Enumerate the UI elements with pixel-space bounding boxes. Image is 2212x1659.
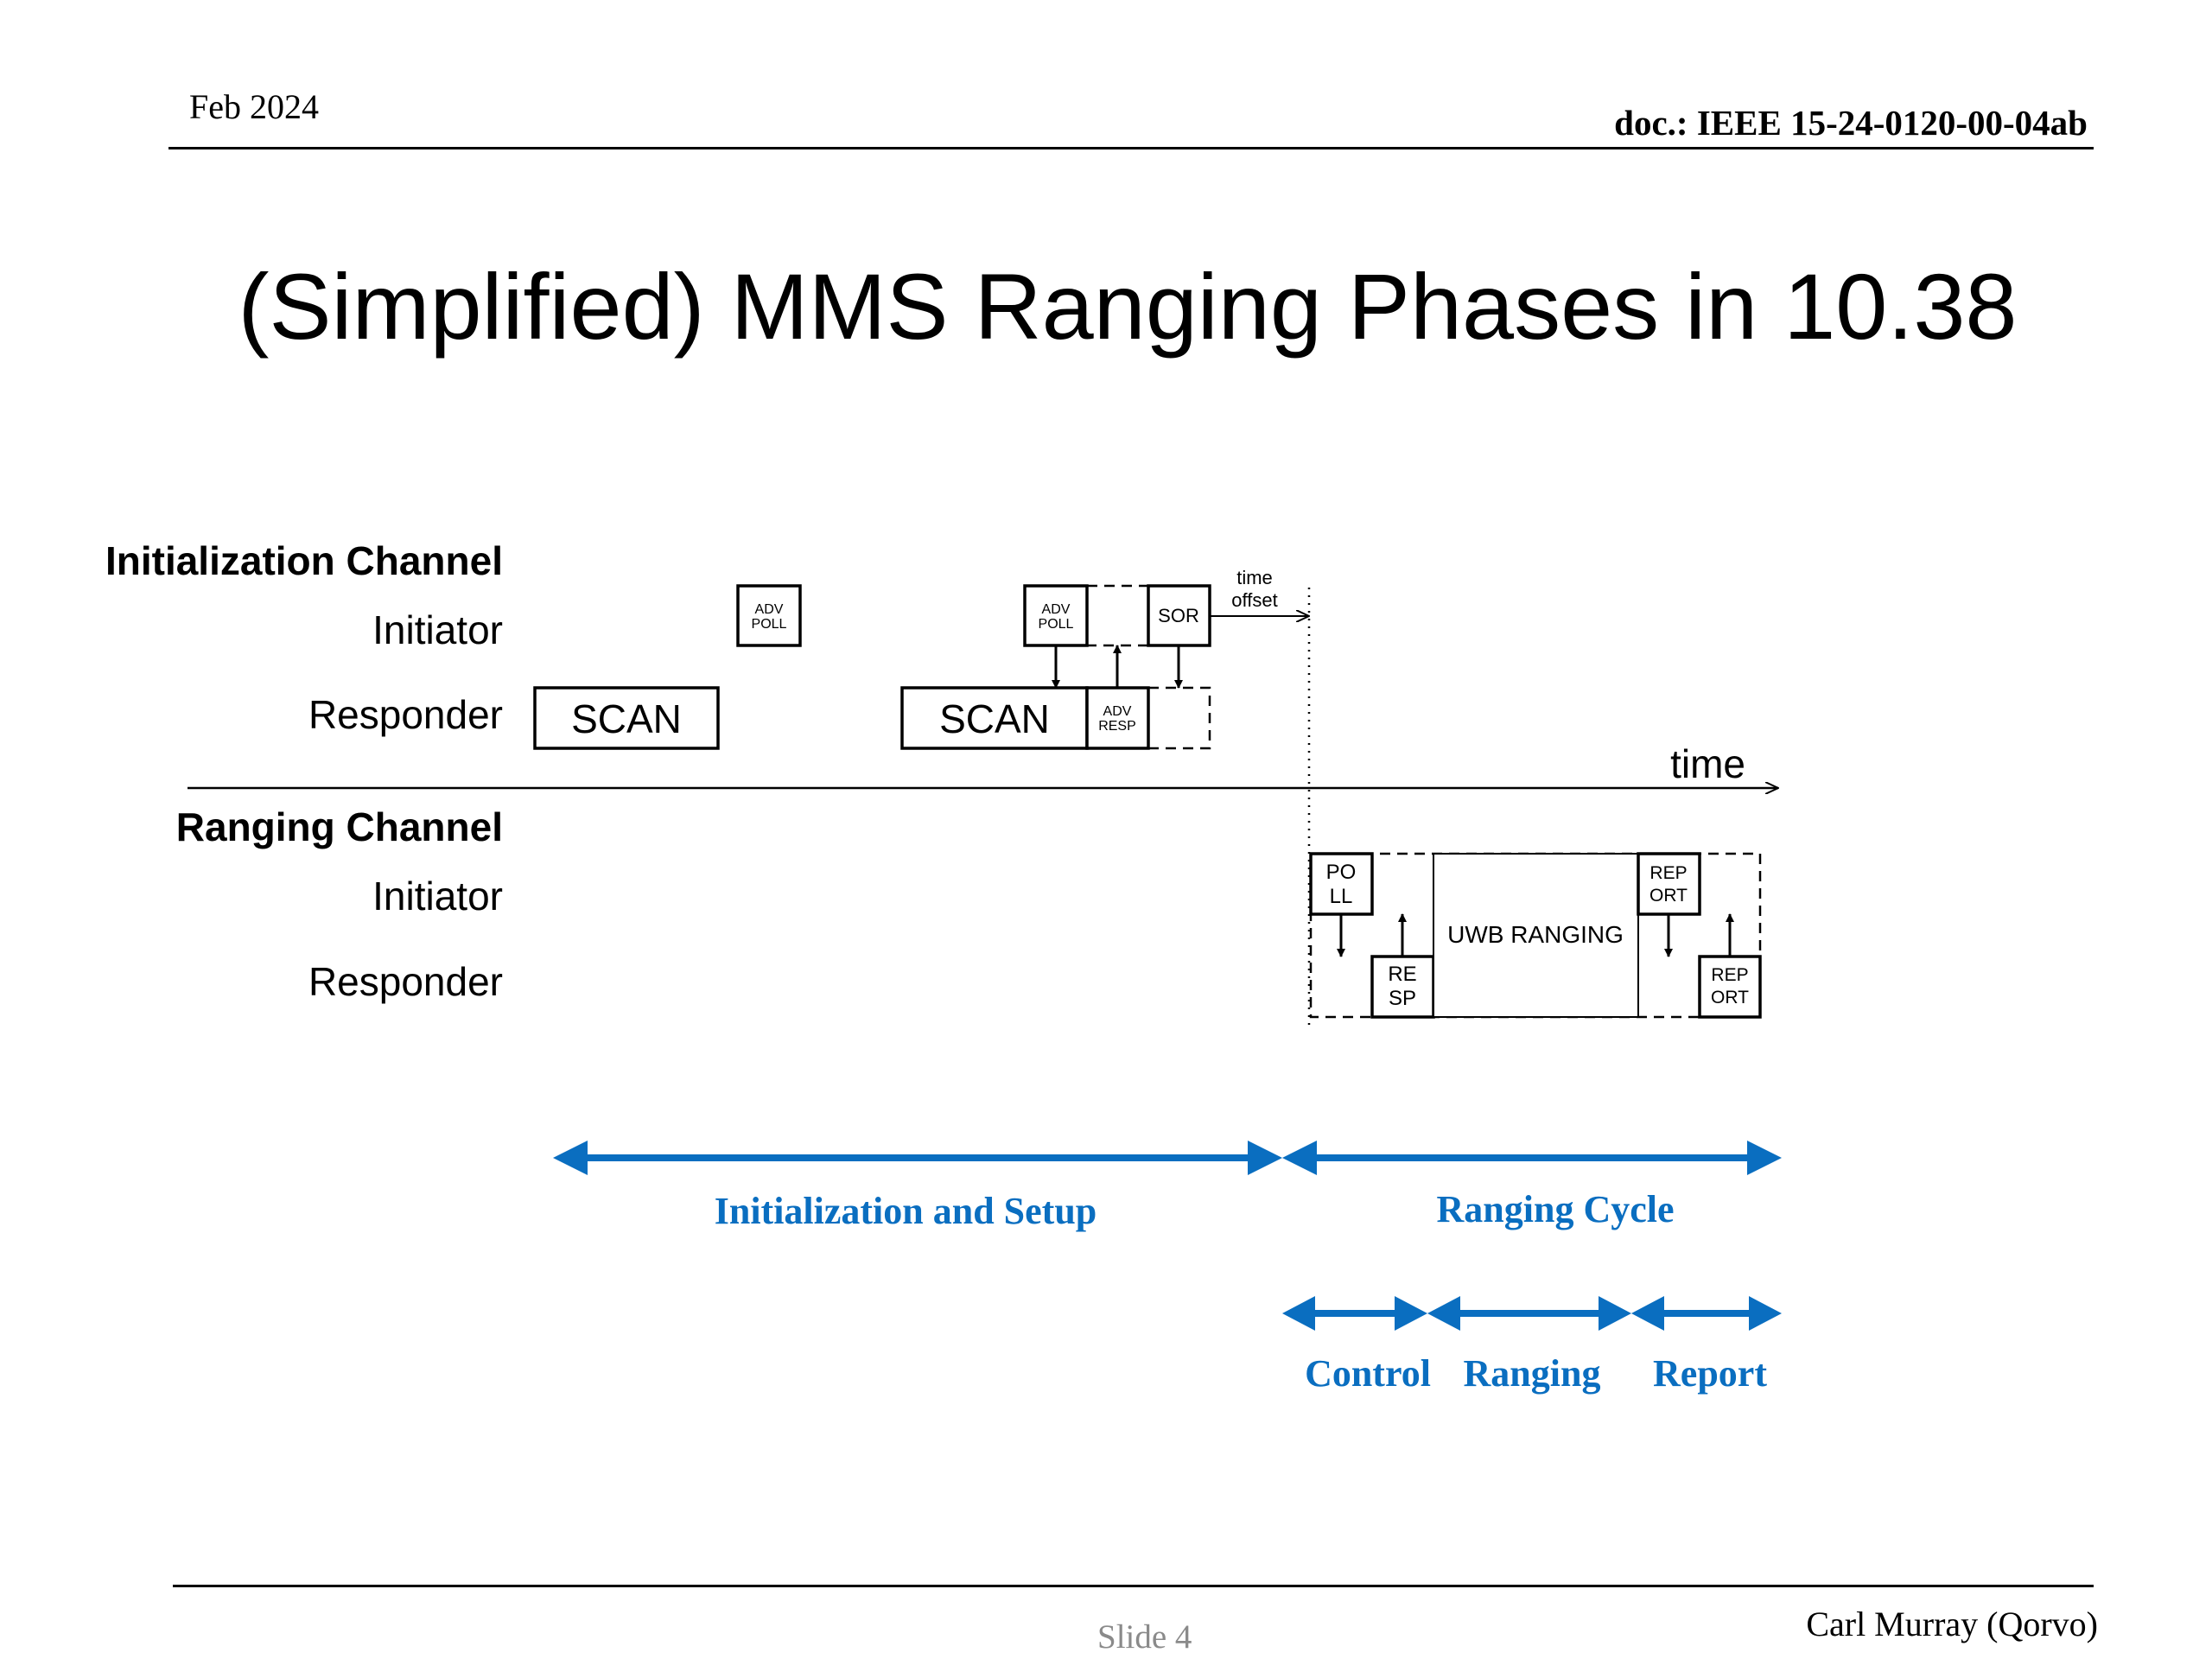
adv-poll-label-1b: POLL <box>752 617 787 632</box>
control-label: Control <box>1305 1352 1431 1395</box>
scan-label-1: SCAN <box>571 696 682 741</box>
ranging-cycle-arrow <box>1282 1141 1782 1175</box>
report-arrow <box>1631 1296 1782 1331</box>
time-offset-label-b: offset <box>1231 589 1277 611</box>
scan-box-1 <box>533 686 720 750</box>
resp-label-b: SP <box>1389 987 1416 1010</box>
footer-rule <box>173 1585 2094 1587</box>
init-responder-label: Responder <box>308 692 503 737</box>
report-init-label-b: ORT <box>1649 886 1688 906</box>
init-setup-label: Initialization and Setup <box>715 1190 1097 1232</box>
header-date: Feb 2024 <box>189 87 319 126</box>
ranging-initiator-label: Initiator <box>372 874 503 918</box>
resp-box <box>1370 955 1435 1019</box>
adv-resp-label-a: ADV <box>1103 704 1132 719</box>
init-channel-label: Initialization Channel <box>105 538 503 583</box>
report-resp-label-b: ORT <box>1711 988 1749 1007</box>
adv-poll-label-2b: POLL <box>1039 617 1074 632</box>
resp-label-a: RE <box>1388 963 1416 986</box>
ranging-channel-label: Ranging Channel <box>176 804 503 849</box>
header-rule <box>168 147 2094 149</box>
slide-number: Slide 4 <box>1097 1618 1192 1656</box>
ranging-label: Ranging <box>1464 1352 1601 1395</box>
control-arrow <box>1282 1296 1427 1331</box>
ranging-responder-label: Responder <box>308 959 503 1004</box>
uwb-ranging-box <box>1433 853 1639 1018</box>
ranging-cycle-label: Ranging Cycle <box>1437 1188 1675 1230</box>
ranging-arrow <box>1427 1296 1631 1331</box>
time-axis-label: time <box>1670 741 1745 786</box>
report-init-label-a: REP <box>1649 863 1687 883</box>
report-label: Report <box>1653 1352 1767 1395</box>
uwb-ranging-label: UWB RANGING <box>1447 921 1624 948</box>
adv-poll-label-1a: ADV <box>755 602 784 617</box>
init-setup-arrow <box>553 1141 1282 1175</box>
resp-dashed-gap <box>1147 686 1211 750</box>
poll-box <box>1309 852 1374 916</box>
header-doc-id: doc.: IEEE 15-24-0120-00-04ab <box>1614 103 2088 143</box>
poll-label-b: LL <box>1330 885 1353 908</box>
slide-title: (Simplified) MMS Ranging Phases in 10.38 <box>238 254 2018 359</box>
adv-resp-label-b: RESP <box>1098 719 1136 734</box>
footer-author: Carl Murray (Qorvo) <box>1806 1605 2098 1643</box>
adv-poll-box-1 <box>736 584 802 647</box>
sor-box <box>1147 584 1211 647</box>
init-dashed-gap <box>1085 584 1150 647</box>
adv-poll-label-2a: ADV <box>1042 602 1071 617</box>
time-offset-label-a: time <box>1236 567 1273 588</box>
report-resp-label-a: REP <box>1711 965 1748 985</box>
scan-box-2 <box>900 686 1089 750</box>
scan-label-2: SCAN <box>939 696 1050 741</box>
sor-label: SOR <box>1158 605 1199 626</box>
poll-label-a: PO <box>1326 861 1357 884</box>
init-initiator-label: Initiator <box>372 607 503 652</box>
